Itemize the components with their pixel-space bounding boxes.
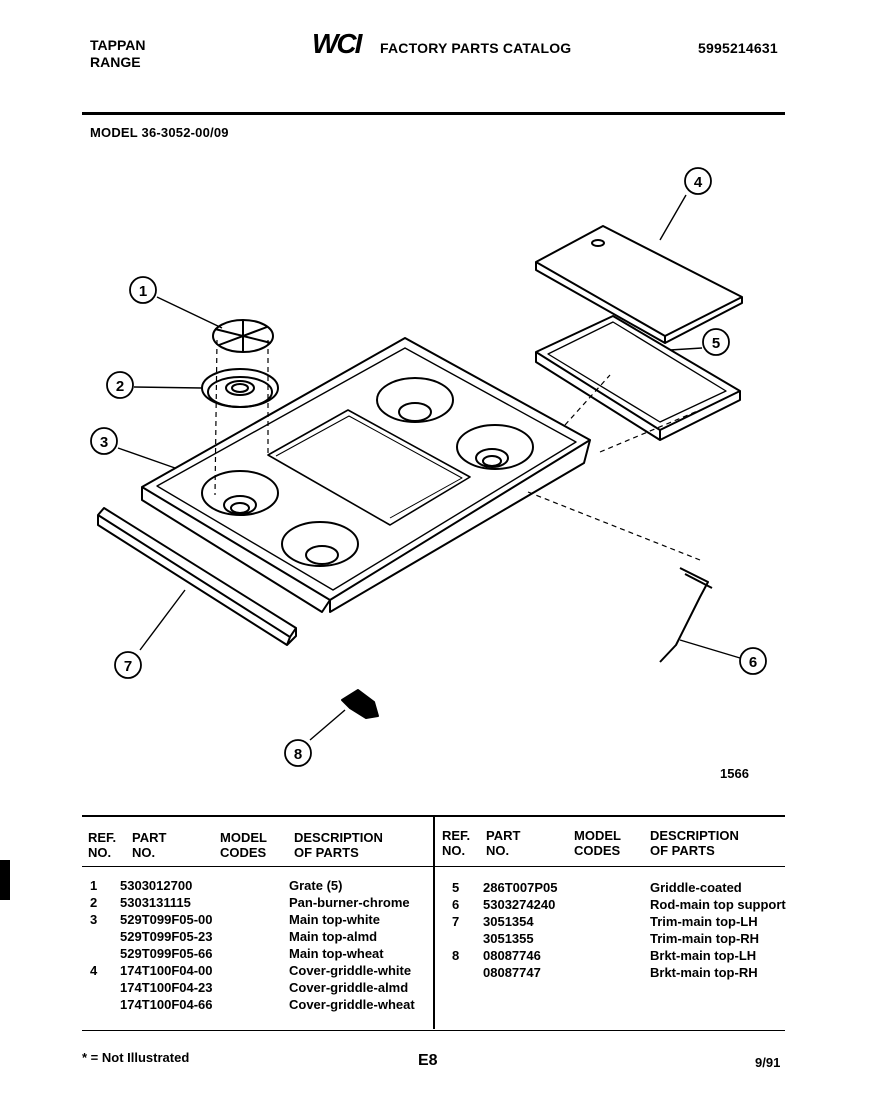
burner-openings	[201, 377, 534, 567]
trim-main-top	[97, 507, 297, 646]
grate	[212, 319, 274, 353]
brand-line-2: RANGE	[90, 54, 141, 70]
model-label: MODEL 36-3052-00/09	[90, 125, 229, 140]
callout-2: 2	[116, 378, 124, 395]
main-top-right-edge	[329, 439, 591, 613]
griddle	[535, 315, 741, 441]
header-rule	[82, 112, 785, 115]
brand-block: TAPPAN RANGE	[90, 37, 145, 71]
support-rod	[659, 567, 713, 663]
callout-8: 8	[294, 746, 302, 763]
callout-4: 4	[694, 174, 703, 191]
table-header-rule	[82, 866, 785, 867]
page-number: E8	[418, 1052, 438, 1069]
callout-7: 7	[124, 658, 132, 675]
not-illustrated-note: * = Not Illustrated	[82, 1050, 190, 1065]
brand-line-1: TAPPAN	[90, 37, 146, 53]
callout-3: 3	[100, 434, 108, 451]
callout-6: 6	[749, 654, 757, 671]
callout-5: 5	[712, 335, 720, 352]
griddle-recess	[267, 409, 471, 526]
exploded-parts-diagram: 1 2 3 4 5 6 7 8 1566	[90, 167, 767, 781]
callout-1: 1	[139, 283, 147, 300]
right-header-ref: REF.NO.	[442, 828, 471, 858]
table-divider	[433, 817, 435, 1029]
catalog-title: FACTORY PARTS CATALOG	[380, 40, 572, 56]
bracket	[341, 689, 379, 719]
main-top-inner-rim	[156, 347, 577, 591]
table-top-rule	[82, 815, 785, 817]
scan-edge-mark	[0, 860, 10, 900]
figure-number: 1566	[720, 766, 749, 781]
burner-pan	[201, 368, 279, 408]
griddle-cover	[535, 225, 743, 344]
table-bottom-rule	[82, 1030, 785, 1031]
main-top-front-edge	[141, 487, 331, 613]
revision-date: 9/91	[755, 1055, 781, 1070]
left-header-ref: REF.NO.	[88, 830, 117, 860]
wci-logo: WCI	[312, 28, 362, 59]
catalog-number: 5995214631	[698, 40, 778, 56]
